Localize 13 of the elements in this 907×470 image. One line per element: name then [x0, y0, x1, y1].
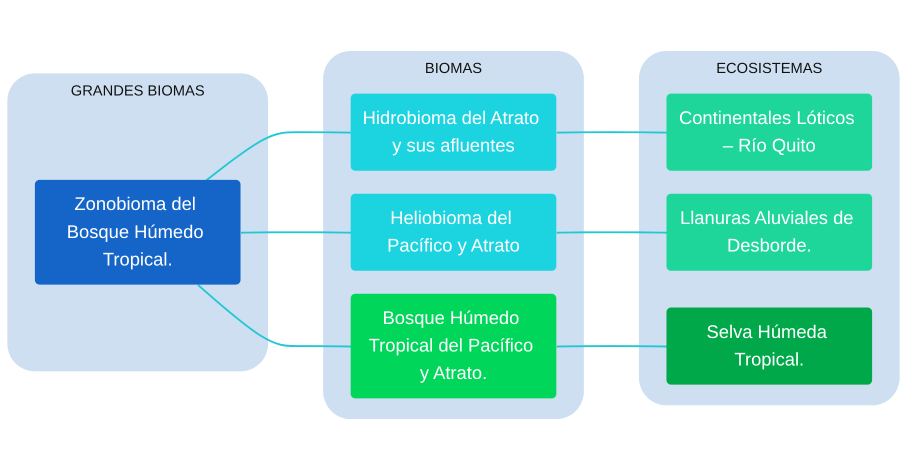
node-box: Bosque Húmedo Tropical del Pacífico y Atrato. — [350, 294, 556, 398]
connector — [556, 131, 667, 134]
node-box: Zonobioma del Bosque Húmedo Tropical. — [34, 180, 241, 285]
node-box: Heliobioma del Pacífico y Atrato — [350, 194, 556, 271]
node-box: Hidrobioma del Atrato y sus afluentes — [350, 94, 556, 171]
connector — [240, 231, 352, 234]
connector — [206, 131, 352, 182]
node-box: Continentales Lóticos – Río Quito — [666, 94, 872, 171]
connector — [556, 231, 667, 234]
node-box: Selva Húmeda Tropical. — [666, 308, 872, 385]
connector — [556, 345, 667, 348]
node-box: Llanuras Aluviales de Desborde. — [666, 194, 872, 271]
connector — [197, 284, 352, 348]
